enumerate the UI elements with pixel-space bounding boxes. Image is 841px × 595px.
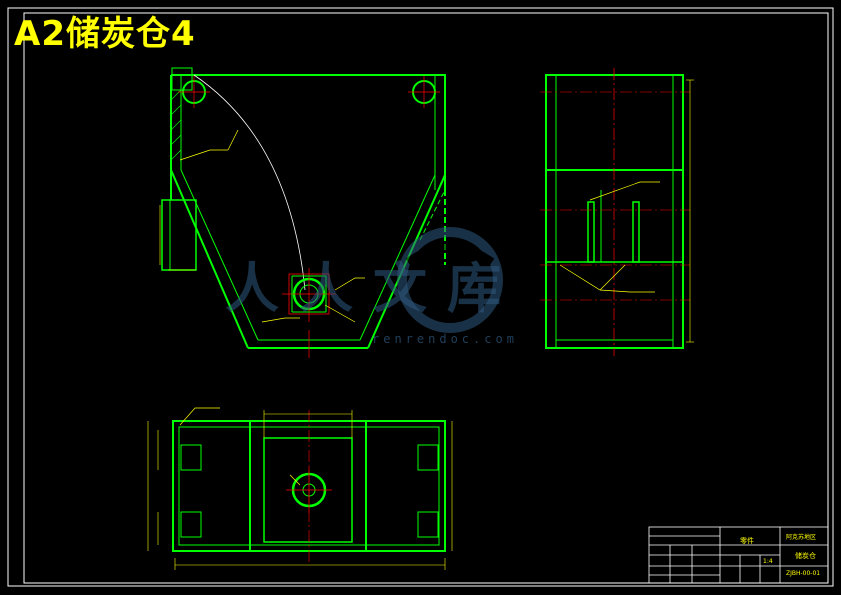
title-block-material: 零件 <box>740 537 754 545</box>
watermark-text: 人人文库 <box>225 244 521 323</box>
title-block-drawing-number: ZJBH-00-01 <box>786 570 821 577</box>
top-view <box>147 407 453 570</box>
title-block <box>648 526 829 584</box>
title-block-company: 阿克苏地区 <box>786 534 817 541</box>
watermark-url: renrendoc.com <box>372 332 518 346</box>
watermark-logo-letters: 人人 <box>225 257 373 320</box>
outer-border <box>7 7 834 587</box>
inner-border <box>23 12 829 584</box>
title-block-scale: 1:4 <box>763 558 773 565</box>
watermark-name: 文库 <box>373 257 521 320</box>
side-view <box>540 68 694 356</box>
title-block-drawing-name: 储炭仓 <box>795 552 816 560</box>
drawing-title: A2储炭仓4 <box>14 14 196 54</box>
